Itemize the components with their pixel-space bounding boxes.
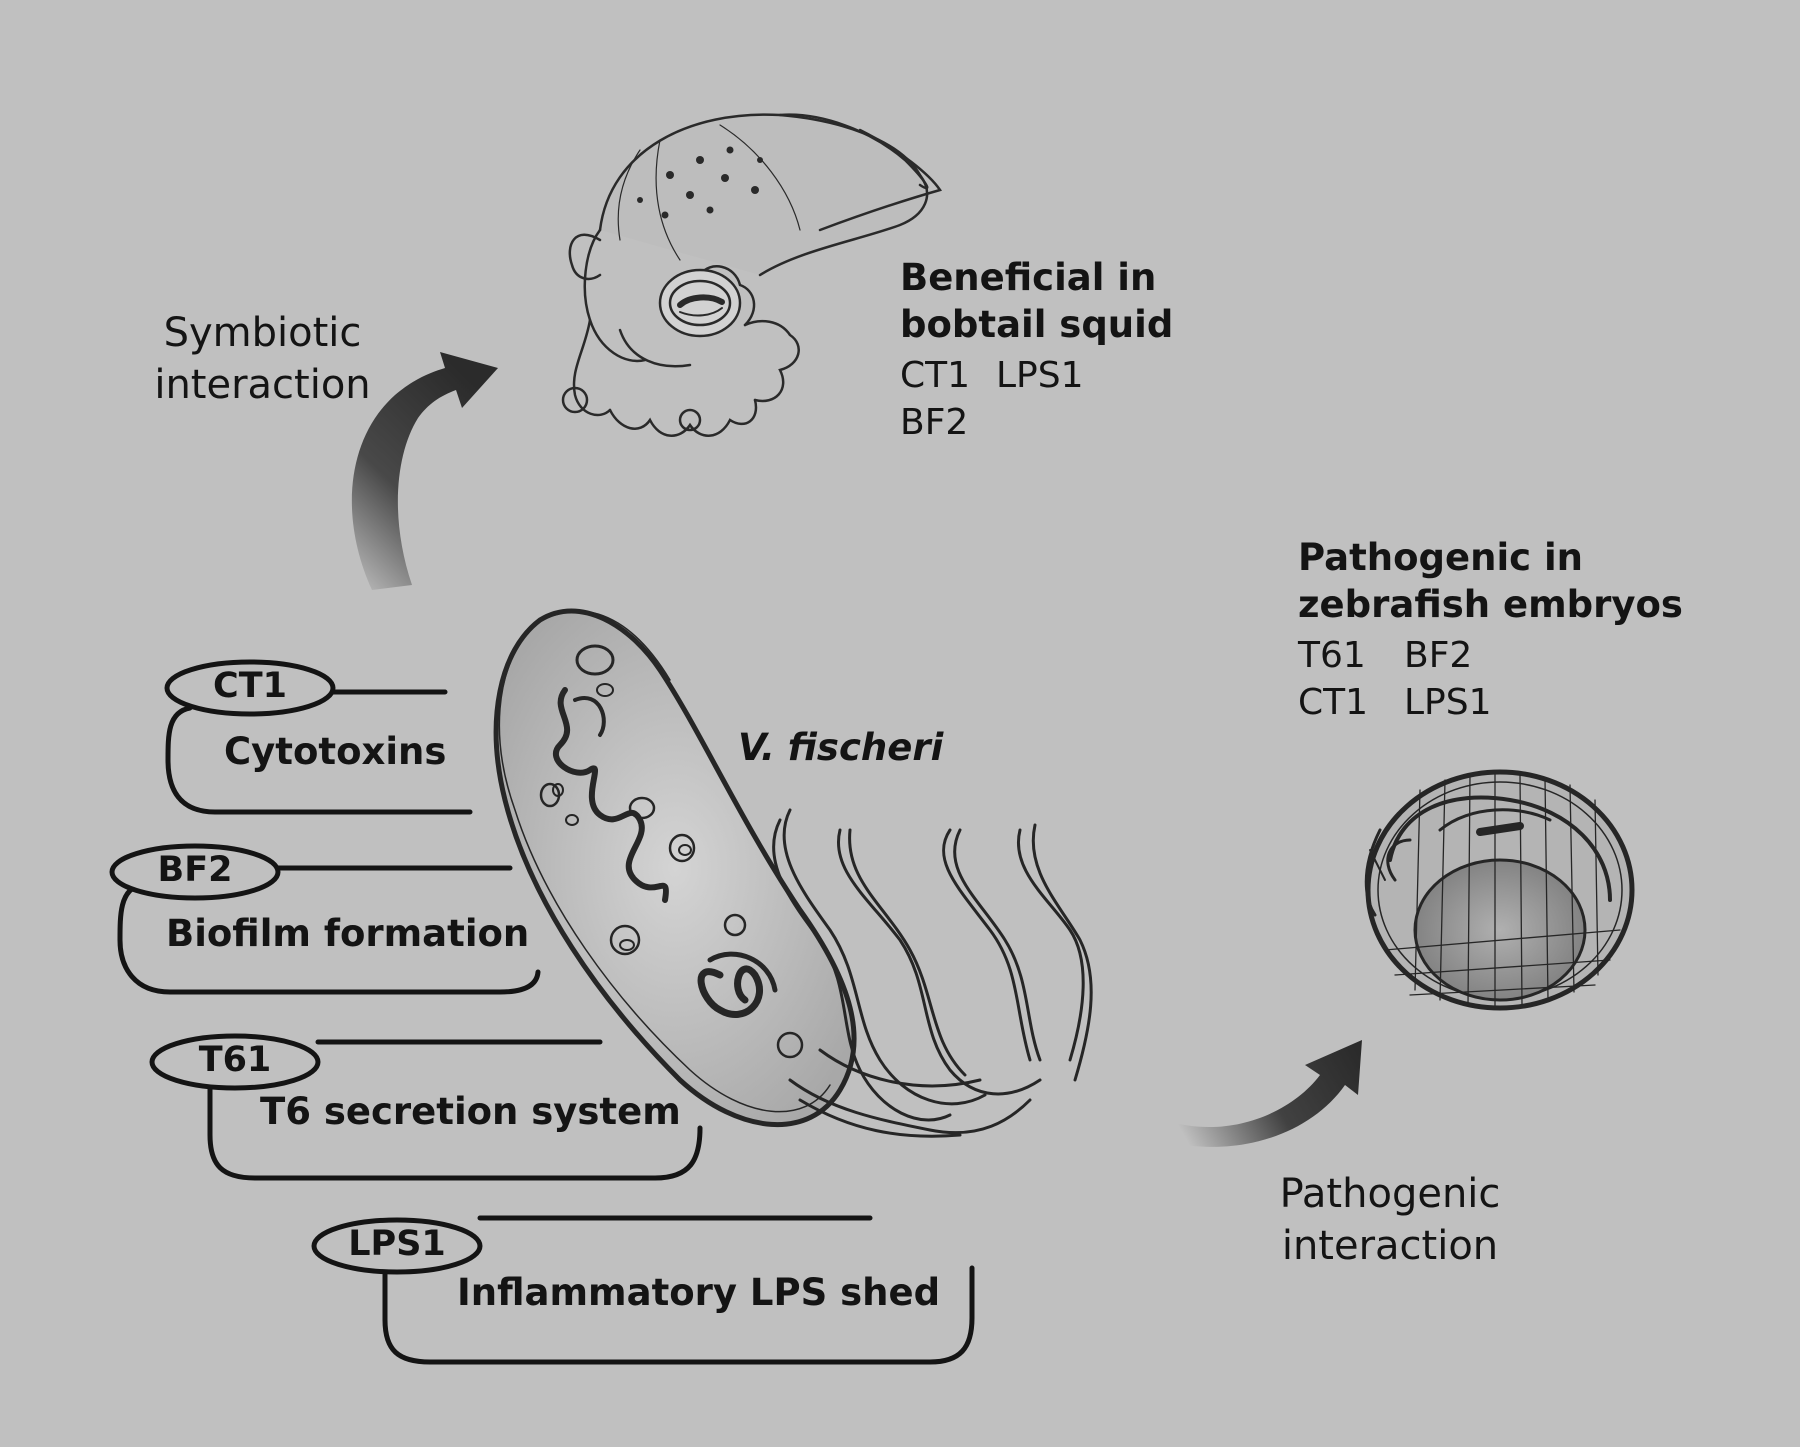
factor-code-lps1: LPS1 xyxy=(348,1224,446,1264)
symbiotic-line2: interaction xyxy=(154,362,371,408)
zebrafish-codes-row2: CT1 LPS1 xyxy=(1298,679,1683,726)
factor-label-biofilm: Biofilm formation xyxy=(166,912,530,955)
bacterium-illustration xyxy=(493,608,857,1128)
pathogenic-interaction-label: Pathogenic interaction xyxy=(1262,1168,1518,1272)
squid-code: CT1 xyxy=(900,355,971,396)
squid-title-line2: bobtail squid xyxy=(900,303,1174,346)
zebrafish-code: CT1 xyxy=(1298,682,1369,723)
pathogenic-line2: interaction xyxy=(1281,1223,1499,1269)
squid-info: Beneficial in bobtail squid CT1 LPS1 BF2 xyxy=(900,254,1173,446)
pill-bf2 xyxy=(109,843,281,901)
factor-label-cytotoxins: Cytotoxins xyxy=(224,730,447,773)
factor-code-ct1: CT1 xyxy=(213,666,287,706)
factor-code-bf2: BF2 xyxy=(157,850,233,890)
pathogenic-arrow-icon xyxy=(1160,1040,1362,1147)
squid-code: LPS1 xyxy=(996,355,1084,396)
pill-lps1 xyxy=(311,1217,483,1275)
zebrafish-codes-row1: T61 BF2 xyxy=(1298,632,1683,679)
squid-code: BF2 xyxy=(900,402,969,443)
zebrafish-info: Pathogenic in zebrafish embryos T61 BF2 C… xyxy=(1298,534,1683,726)
symbiotic-arrow-icon xyxy=(351,352,498,590)
zebrafish-embryo-illustration xyxy=(1364,769,1635,1011)
squid-codes-row2: BF2 xyxy=(900,399,1173,446)
zebrafish-code: BF2 xyxy=(1404,635,1473,676)
squid-title-line1: Beneficial in xyxy=(900,256,1157,299)
factor-pills xyxy=(109,659,483,1275)
symbiotic-line1: Symbiotic xyxy=(163,310,362,356)
zebrafish-code: LPS1 xyxy=(1404,682,1492,723)
factor-callouts xyxy=(117,689,975,1365)
factor-code-t61: T61 xyxy=(198,1040,272,1080)
symbiotic-interaction-label: Symbiotic interaction xyxy=(145,307,380,411)
factor-label-t6ss: T6 secretion system xyxy=(260,1090,681,1133)
pathogenic-line1: Pathogenic xyxy=(1279,1171,1501,1217)
bacterium-name: V. fischeri xyxy=(738,726,944,769)
flagella-illustration xyxy=(772,808,1093,1138)
zebrafish-title-line2: zebrafish embryos xyxy=(1298,583,1683,626)
pill-ct1 xyxy=(164,659,336,717)
squid-codes-row1: CT1 LPS1 xyxy=(900,352,1173,399)
zebrafish-code: T61 xyxy=(1298,635,1366,676)
zebrafish-title-line1: Pathogenic in xyxy=(1298,536,1583,579)
pill-t61 xyxy=(149,1033,321,1091)
factor-label-lps: Inflammatory LPS shed xyxy=(457,1271,941,1314)
squid-illustration xyxy=(561,113,942,437)
